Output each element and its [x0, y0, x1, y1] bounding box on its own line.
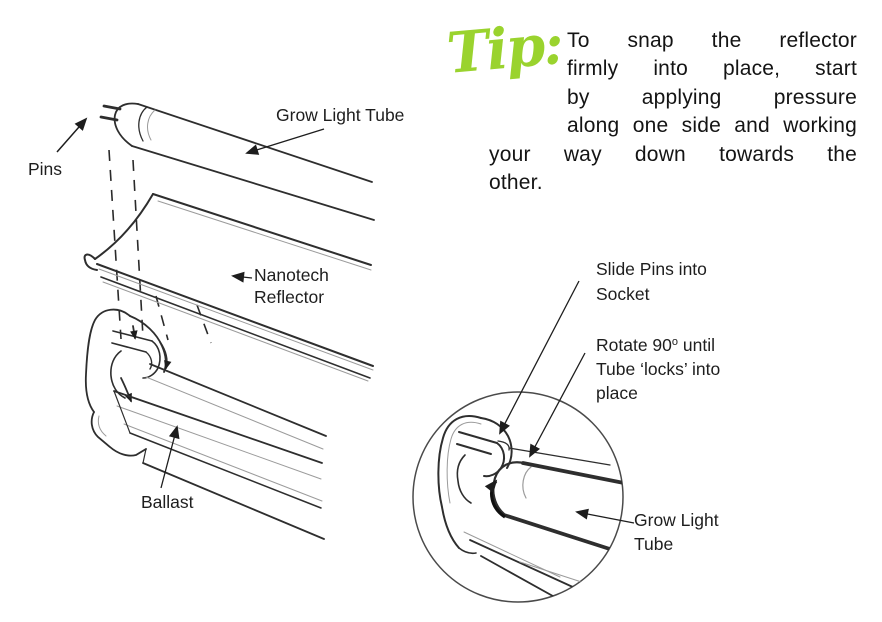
tip-line: To snap the reflector: [567, 29, 857, 52]
detail-circle: [412, 391, 624, 603]
grow-light-tube-arrow: [245, 128, 325, 155]
rotate-curved-arrow: [484, 479, 506, 519]
ballast-arrow: [160, 425, 180, 489]
grow-light-tube-label: Grow Light Tube: [276, 105, 405, 125]
tip-line: your way down towards the: [489, 142, 857, 166]
rotate-label-line2: Tube ‘locks’ into: [596, 359, 721, 379]
tube-pins: [99, 104, 122, 122]
alignment-dashed-lines: [108, 149, 212, 344]
nanotech-reflector-label-line1: Nanotech: [254, 265, 329, 285]
pins-label: Pins: [28, 159, 63, 179]
rotate-label-text2: until: [678, 335, 715, 355]
tip-text-wrap-spacer: [489, 27, 567, 113]
detail-tube-label-line2: Tube: [634, 534, 674, 554]
slide-pins-label-line2: Socket: [596, 284, 650, 304]
rotate-label-line1: Rotate 90o until: [596, 330, 720, 357]
ballast-label: Ballast: [141, 492, 194, 512]
ballast-body-drawing: [113, 363, 327, 540]
slide-pins-label: Slide Pins into Socket: [596, 257, 707, 307]
slide-pins-label-line1: Slide Pins into: [596, 259, 707, 279]
tip-paragraph: To snap the reflector firmly into place,…: [489, 27, 857, 197]
tip-line: by applying pressure: [567, 85, 857, 109]
grow-light-tube-drawing: [99, 102, 375, 221]
detail-tube-label-line1: Grow Light: [634, 510, 719, 530]
detail-tube-arrow: [575, 508, 635, 524]
nanotech-reflector-label-line2: Reflector: [254, 286, 325, 307]
tip-line: other.: [489, 171, 543, 195]
pins-arrow: [56, 117, 88, 153]
tip-line: firmly into place, start: [567, 57, 857, 81]
tip-line: along one side and working: [567, 114, 857, 138]
socket-insert-arrows: [120, 325, 172, 403]
reflector-arrow: [231, 271, 253, 283]
rotate-arrow: [529, 352, 586, 458]
rotate-label-line3: place: [596, 383, 638, 403]
reflector-drawing: [83, 193, 374, 382]
detail-tube-label: Grow Light Tube: [634, 508, 719, 556]
nanotech-reflector-label: Nanotech Reflector: [254, 265, 329, 308]
detail-circle-contents: [437, 415, 623, 601]
degree-symbol: o: [671, 336, 679, 348]
rotate-label: Rotate 90o until Tube ‘locks’ into place: [596, 330, 720, 405]
ballast-socket-drawing: [84, 308, 172, 457]
rotate-label-text: Rotate 90: [596, 335, 672, 355]
slide-pins-arrow: [499, 280, 580, 435]
